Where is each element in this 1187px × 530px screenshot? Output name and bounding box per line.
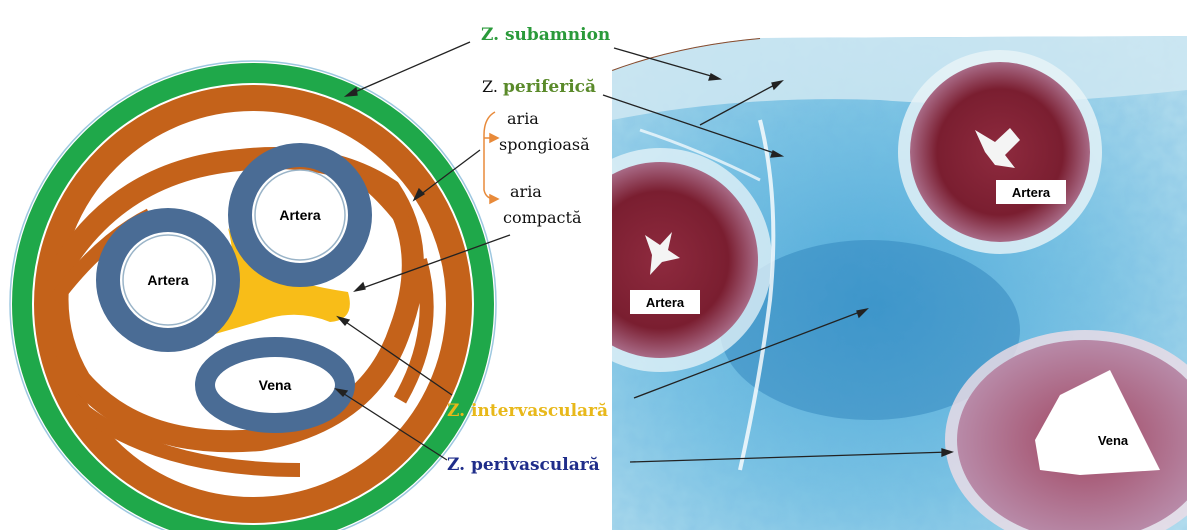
label-periferica-prefix: Z. <box>482 77 498 96</box>
diagram-artery-left-label: Artera <box>147 272 188 288</box>
label-periferica: periferică <box>503 77 596 97</box>
photo-artery-left-label: Artera <box>646 295 685 310</box>
label-subamnion: Z. subamnion <box>481 25 610 45</box>
diagram-vein-label: Vena <box>259 377 292 393</box>
label-aria-spongioasa-2: spongioasă <box>499 135 590 154</box>
aria-bracket <box>484 112 498 203</box>
photo-artery-right-label: Artera <box>1012 185 1051 200</box>
label-aria-compacta-2: compactă <box>503 208 582 227</box>
label-perivasculara: Z. perivasculară <box>447 455 600 475</box>
photo-vein-label: Vena <box>1098 433 1129 448</box>
label-aria-compacta-1: aria <box>510 182 542 201</box>
schematic-diagram: Artera Artera Vena <box>10 61 496 530</box>
label-aria-spongioasa-1: aria <box>507 109 539 128</box>
label-intervasculara: Z. intervasculară <box>447 401 608 421</box>
diagram-artery-top-label: Artera <box>279 207 320 223</box>
